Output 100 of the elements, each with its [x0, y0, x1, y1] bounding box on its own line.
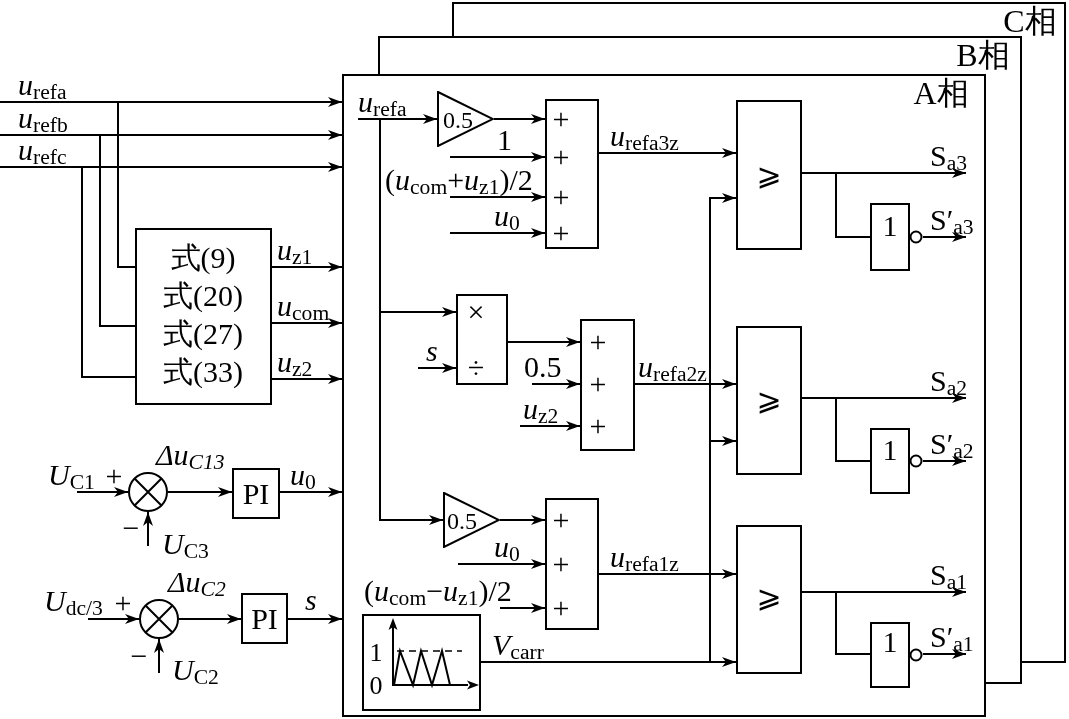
not-gate: [870, 428, 923, 494]
adder-box: [580, 319, 635, 451]
arrow: [457, 559, 546, 569]
arrow: [167, 487, 233, 497]
edge-label: u$_{0}$: [494, 533, 520, 560]
formula-box: [135, 228, 272, 405]
adder-box: [545, 99, 599, 249]
arrow: [922, 232, 967, 242]
arrow: [835, 168, 967, 178]
edge-label: U$_{C1}$: [48, 461, 95, 488]
arrow: [634, 379, 737, 389]
arrow: [922, 456, 967, 466]
controller-box: [241, 593, 288, 644]
summing-junction: [139, 599, 179, 639]
connector-line: [801, 591, 837, 593]
arrow: [449, 228, 546, 238]
input-sign: +: [552, 142, 570, 172]
arrow: [499, 515, 546, 525]
arrow: [449, 192, 546, 202]
arrow: [0, 130, 343, 140]
connector-line: [81, 166, 136, 378]
edge-label: u$_{z2}$: [523, 395, 559, 422]
connector-line: [835, 591, 871, 655]
phase-panel: [342, 74, 986, 717]
arrow: [835, 393, 967, 403]
connector-line: [709, 440, 711, 663]
edge-label: 0.5: [524, 353, 562, 380]
edge-label: S′$_{a2}$: [930, 430, 974, 457]
comparison-symbol: ⩾: [756, 385, 782, 415]
controller-box: [232, 468, 280, 519]
gain-triangle: [437, 91, 494, 147]
arrow: [0, 97, 343, 107]
operator-symbol: ×: [467, 297, 485, 327]
edge-label: U$_{dc/3}$: [44, 587, 103, 614]
input-sign: +: [552, 104, 570, 134]
polarity-sign: −: [122, 513, 140, 543]
arrow: [76, 487, 129, 497]
connector-line: [117, 101, 136, 268]
edge-label: s: [426, 337, 438, 364]
edge-label: S$_{a1}$: [930, 561, 968, 588]
comparator-box: [736, 326, 802, 475]
edge-label: u$_{refc}$: [18, 136, 67, 163]
panel-title: C相: [1003, 5, 1057, 37]
not-gate: [870, 203, 923, 271]
polarity-sign: −: [130, 641, 148, 671]
edge-label: U$_{C2}$: [172, 656, 219, 683]
edge-label: u$_{com}$: [277, 292, 330, 319]
arrow: [154, 638, 164, 674]
phase-panel: [452, 2, 1066, 36]
arrow: [493, 114, 546, 124]
arrow: [709, 436, 737, 446]
arrow: [598, 569, 737, 579]
arrow: [417, 363, 457, 373]
input-sign: +: [589, 369, 607, 399]
panel-title: A相: [913, 77, 969, 109]
polarity-sign: +: [114, 588, 132, 618]
arrow: [709, 657, 737, 667]
input-sign: +: [552, 549, 570, 579]
axis-label: 1: [369, 640, 383, 666]
arrow: [271, 374, 343, 384]
input-sign: +: [552, 182, 570, 212]
edge-label: u$_{z2}$: [277, 348, 313, 375]
connector-line: [801, 397, 837, 399]
arrow: [287, 614, 343, 624]
connector-line: [835, 397, 871, 462]
arrow: [709, 193, 737, 442]
edge-label: S$_{a3}$: [930, 142, 968, 169]
edge-label: u$_{refa1z}$: [610, 543, 679, 570]
connector-line: [99, 134, 136, 327]
controller-label: PI: [242, 479, 270, 509]
comparator-box: [736, 100, 802, 250]
arrow: [449, 152, 546, 162]
input-sign: +: [552, 593, 570, 623]
gain-value: 0.5: [447, 509, 477, 533]
input-sign: +: [589, 327, 607, 357]
connector-line: [835, 172, 871, 238]
controller-label: PI: [251, 604, 278, 634]
carrier-generator-box: [362, 614, 481, 711]
formula-text: 式(27): [163, 319, 243, 349]
arrow: [87, 614, 140, 624]
comparator-box: [736, 525, 802, 674]
comparison-symbol: ⩾: [756, 160, 782, 190]
formula-text: 式(33): [163, 357, 243, 387]
arrow: [279, 487, 343, 497]
edge-label: u$_{refa3z}$: [610, 122, 679, 149]
gate-label: 1: [882, 435, 898, 465]
edge-label: u$_{z1}$: [277, 236, 313, 263]
arrow: [922, 649, 967, 659]
formula-text: 式(20): [163, 281, 243, 311]
adder-box: [545, 498, 599, 630]
arrow: [143, 511, 153, 547]
formula-text: 式(9): [170, 243, 236, 273]
arrow: [531, 379, 581, 389]
phase-panel: [378, 36, 1022, 74]
gate-label: 1: [882, 211, 898, 241]
edge-label: u$_{refa}$: [358, 88, 407, 115]
edge-label: Δu$_{C2}$: [168, 568, 226, 595]
arrow: [357, 114, 438, 124]
gain-value: 0.5: [443, 108, 473, 132]
not-gate: [870, 622, 923, 688]
